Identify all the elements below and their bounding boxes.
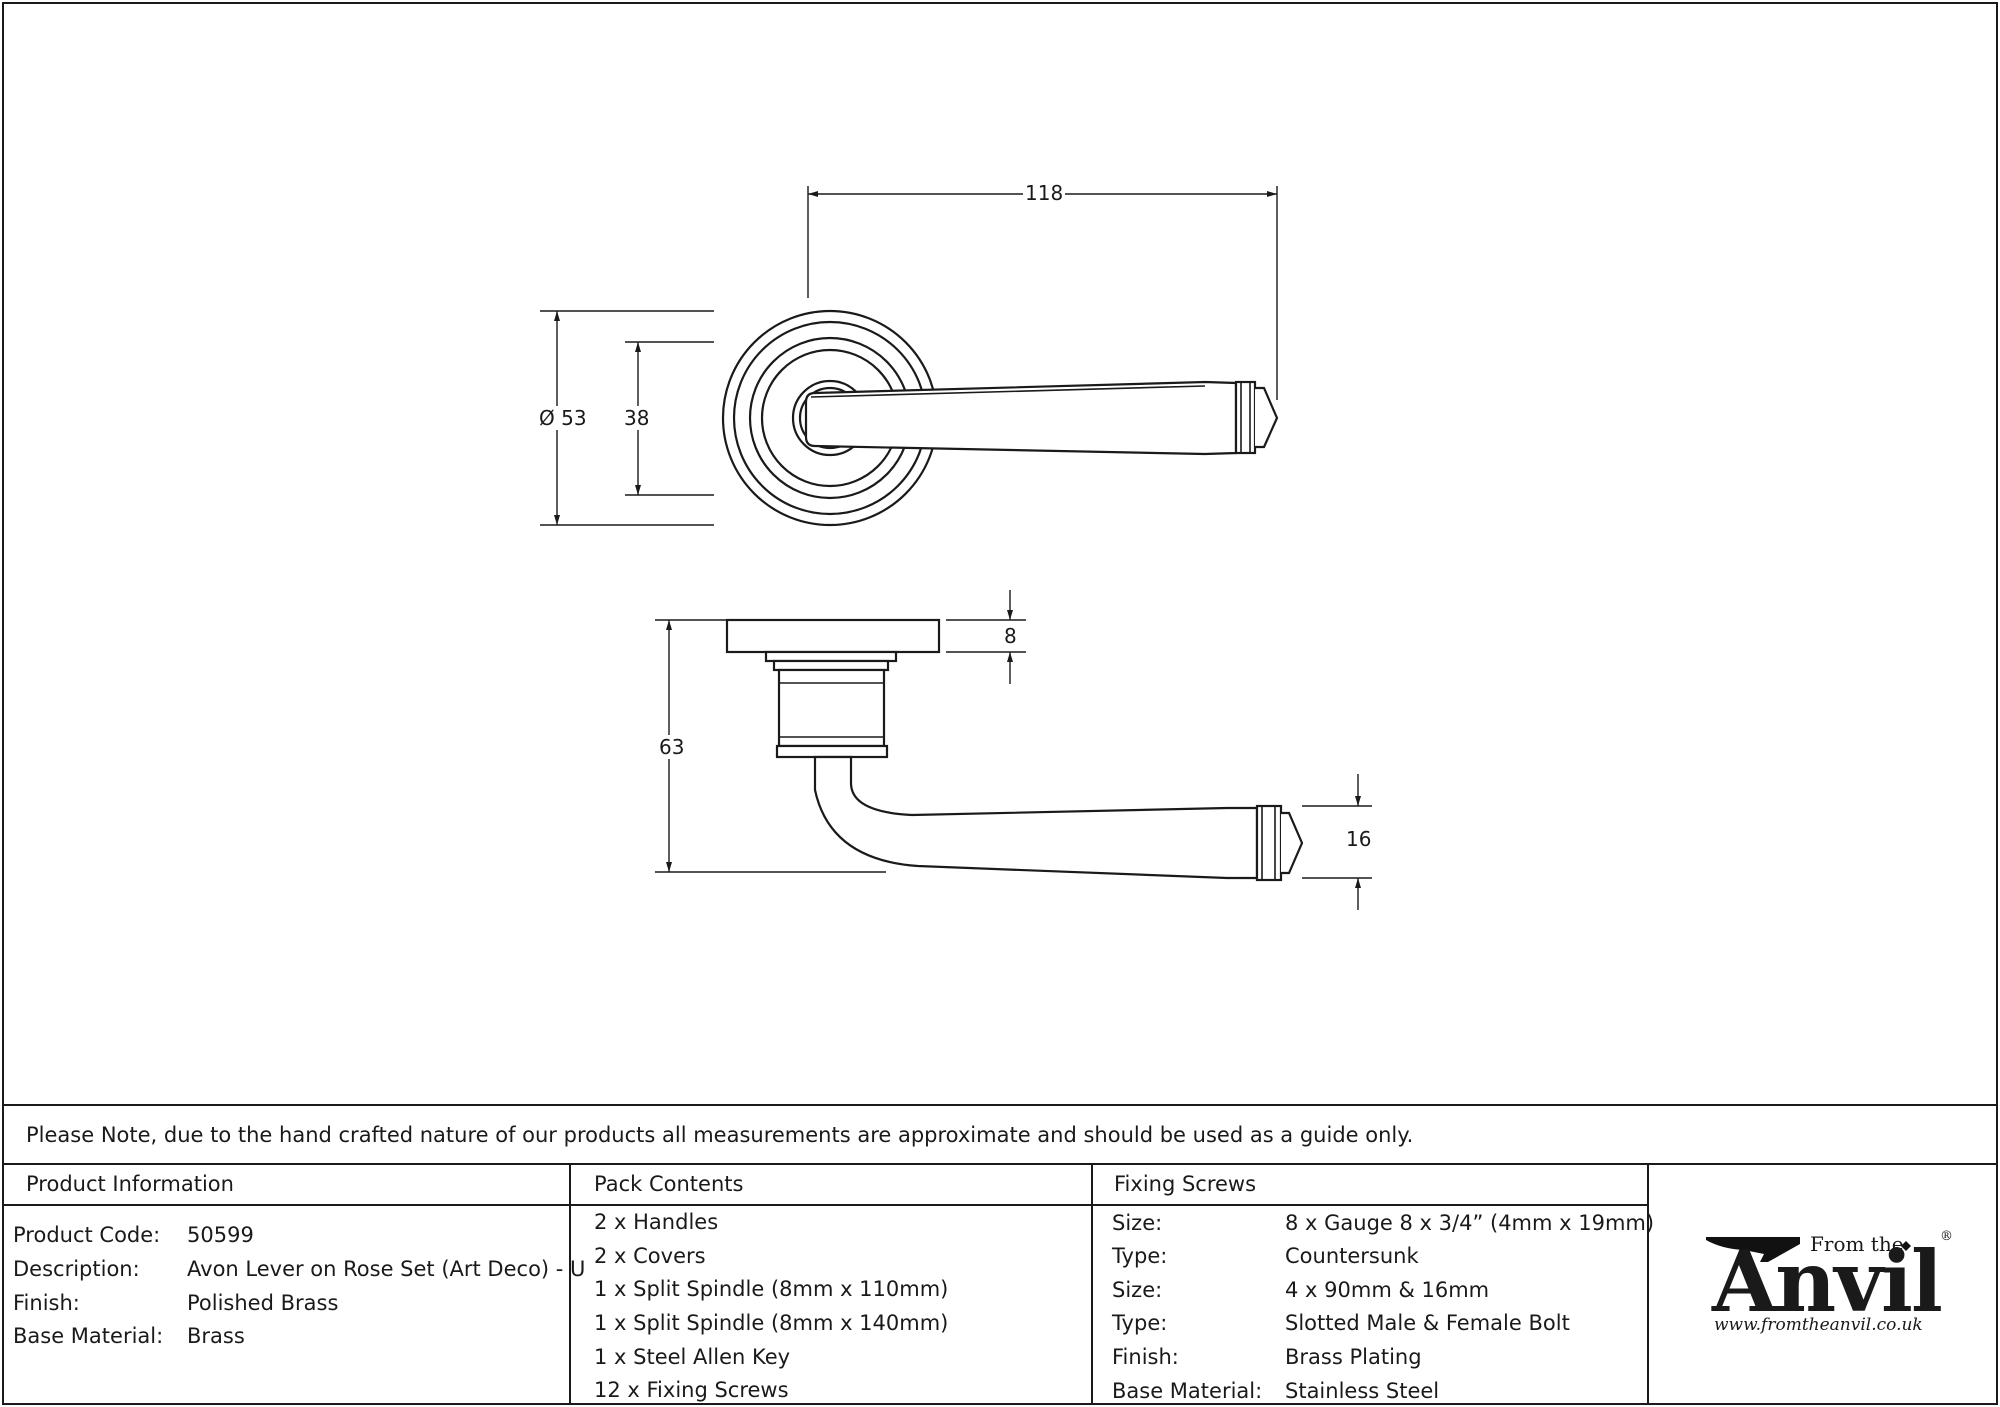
side-view-dimensions: [655, 590, 1372, 910]
lever-end-collar: [1234, 380, 1257, 455]
screw-type-label: Type:: [1112, 1244, 1168, 1268]
logo-diamond-icon: [1901, 1241, 1911, 1251]
inner-diameter-label: 38: [622, 406, 652, 430]
top-view: [721, 309, 1279, 527]
bolt-type-value: Slotted Male & Female Bolt: [1285, 1311, 1570, 1335]
neck-body: [777, 668, 886, 748]
pack-item: 1 x Steel Allen Key: [594, 1345, 791, 1369]
screw-type-value: Countersunk: [1285, 1244, 1419, 1268]
bolt-size-value: 4 x 90mm & 16mm: [1285, 1278, 1490, 1302]
bolt-type-label: Type:: [1112, 1311, 1168, 1335]
lever-collar-side: [1255, 804, 1283, 882]
width-dimension-label: 118: [1023, 181, 1066, 205]
anvil-logo-shape: [1706, 1237, 1800, 1262]
lever-body-top: [804, 380, 1238, 456]
pack-contents-heading: Pack Contents: [594, 1172, 744, 1196]
logo-from-the: From the: [1810, 1232, 1904, 1256]
screw-finish-label: Finish:: [1112, 1345, 1179, 1369]
lever-tip-side: [1281, 811, 1304, 875]
base-material-label: Base Material:: [13, 1324, 164, 1348]
description-value: Avon Lever on Rose Set (Art Deco) - U: [187, 1257, 586, 1281]
bolt-size-label: Size:: [1112, 1278, 1163, 1302]
lever-thickness-label: 16: [1344, 827, 1374, 851]
product-info-heading: Product Information: [26, 1172, 234, 1196]
screw-base-material-value: Stainless Steel: [1285, 1379, 1440, 1403]
screw-size-value: 8 x Gauge 8 x 3/4” (4mm x 19mm): [1285, 1211, 1655, 1235]
pack-item: 1 x Split Spindle (8mm x 110mm): [594, 1277, 949, 1301]
pack-item: 1 x Split Spindle (8mm x 140mm): [594, 1311, 949, 1335]
finish-label: Finish:: [13, 1291, 80, 1315]
screw-base-material-label: Base Material:: [1112, 1379, 1263, 1403]
logo-url: www.fromtheanvil.co.uk: [1714, 1315, 1923, 1335]
base-material-value: Brass: [187, 1324, 245, 1348]
pack-item: 12 x Fixing Screws: [594, 1378, 789, 1402]
logo-anvil-word: Anvil: [1712, 1232, 1943, 1331]
rose-thickness-label: 8: [1002, 624, 1019, 648]
description-label: Description:: [13, 1257, 140, 1281]
fixing-screws-heading: Fixing Screws: [1114, 1172, 1257, 1196]
product-code-label: Product Code:: [13, 1223, 161, 1247]
lever-body-side: [813, 755, 1259, 880]
pack-item: 2 x Covers: [594, 1244, 706, 1268]
screw-finish-value: Brass Plating: [1285, 1345, 1422, 1369]
side-view: [725, 618, 1304, 882]
screw-size-label: Size:: [1112, 1211, 1163, 1235]
rose-step-2: [772, 659, 890, 672]
lever-end-tip: [1255, 386, 1279, 449]
projection-label: 63: [657, 735, 687, 759]
neck-base: [775, 744, 889, 759]
product-code-value: 50599: [187, 1223, 254, 1247]
pack-item: 2 x Handles: [594, 1210, 719, 1234]
rose-plate-side: [725, 618, 941, 654]
rose-step-1: [764, 650, 898, 663]
rose-diameter-label: Ø 53: [537, 406, 589, 430]
finish-value: Polished Brass: [187, 1291, 339, 1315]
logo-registered-mark: ®: [1940, 1229, 1953, 1244]
measurement-note: Please Note, due to the hand crafted nat…: [26, 1123, 1414, 1147]
